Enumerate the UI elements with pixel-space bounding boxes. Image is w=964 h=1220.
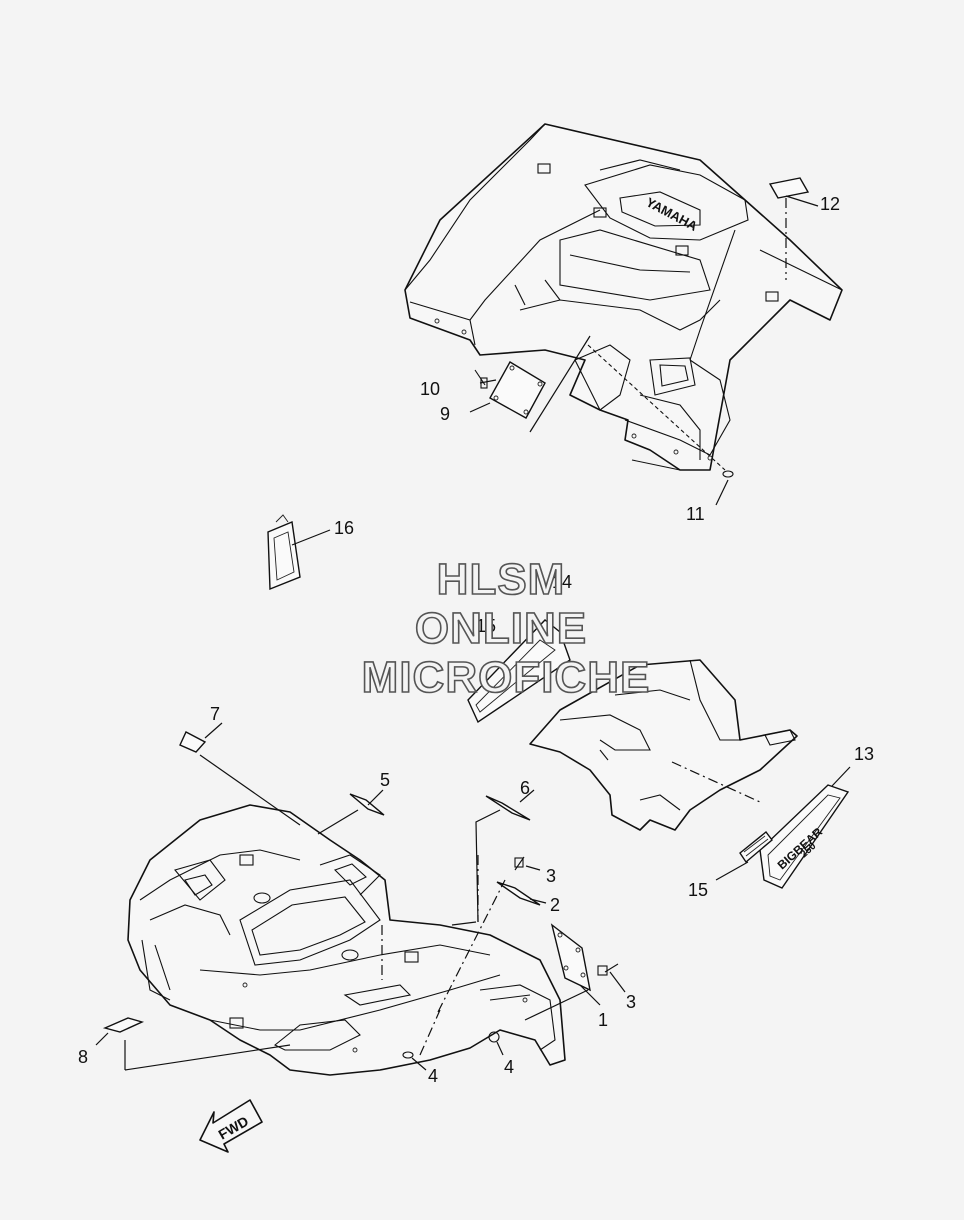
bolt-3-lower	[597, 963, 619, 976]
callout-9: 9	[440, 404, 450, 424]
bolt-10	[474, 369, 488, 389]
callout-6: 6	[520, 778, 530, 798]
decal-5	[349, 793, 385, 816]
callout-15-lower: 15	[688, 880, 708, 900]
callout-2: 2	[550, 895, 560, 915]
center-leader-lines	[671, 761, 851, 881]
callout-15-upper: 15	[476, 616, 496, 636]
front-fender	[127, 804, 566, 1076]
warning-label-16	[267, 514, 331, 591]
callout-7: 7	[210, 704, 220, 724]
callout-16: 16	[334, 518, 354, 538]
bolt-3-upper	[514, 856, 525, 871]
callout-4-left: 4	[428, 1066, 438, 1086]
callout-8: 8	[78, 1047, 88, 1067]
bigbear-decal-13: BIGBEAR 250	[759, 784, 850, 889]
small-decal-15	[739, 830, 773, 864]
watermark-line-1: HLSM	[437, 555, 566, 604]
callout-12: 12	[820, 194, 840, 214]
center-tank-cover	[529, 659, 798, 831]
callout-10: 10	[420, 379, 440, 399]
callout-14: 14	[552, 572, 572, 592]
headlight-lens-7	[179, 731, 207, 753]
grommet-4-left	[402, 1051, 414, 1059]
watermark-line-3: MICROFICHE	[362, 653, 651, 702]
decal-8	[102, 1017, 145, 1033]
reflector-plate-9	[489, 361, 546, 419]
callout-1: 1	[598, 1010, 608, 1030]
callout-4-right: 4	[504, 1057, 514, 1077]
decal-14	[467, 619, 571, 724]
callout-5: 5	[380, 770, 390, 790]
rear-leader-lines	[469, 195, 819, 506]
front-leader-lines	[95, 722, 626, 1071]
decal-2	[496, 881, 541, 906]
rear-fender: YAMAHA	[404, 123, 843, 471]
forward-arrow: FWD	[199, 1099, 263, 1153]
decal-12	[768, 177, 810, 199]
clip-11	[722, 470, 734, 478]
decal-6	[485, 795, 531, 821]
side-panel-1	[550, 923, 591, 992]
callout-11: 11	[686, 504, 705, 524]
watermark-line-2: ONLINE	[415, 604, 587, 653]
callout-13: 13	[854, 744, 874, 764]
callout-3-lower: 3	[626, 992, 636, 1012]
callout-numbers: 12 10 9 11 16 14 15 13 15 7 5 6 3 2 3 1 …	[78, 194, 874, 1086]
grommet-4-right	[488, 1031, 500, 1043]
callout-3-upper: 3	[546, 866, 556, 886]
watermark: HLSM ONLINE MICROFICHE	[361, 554, 651, 703]
